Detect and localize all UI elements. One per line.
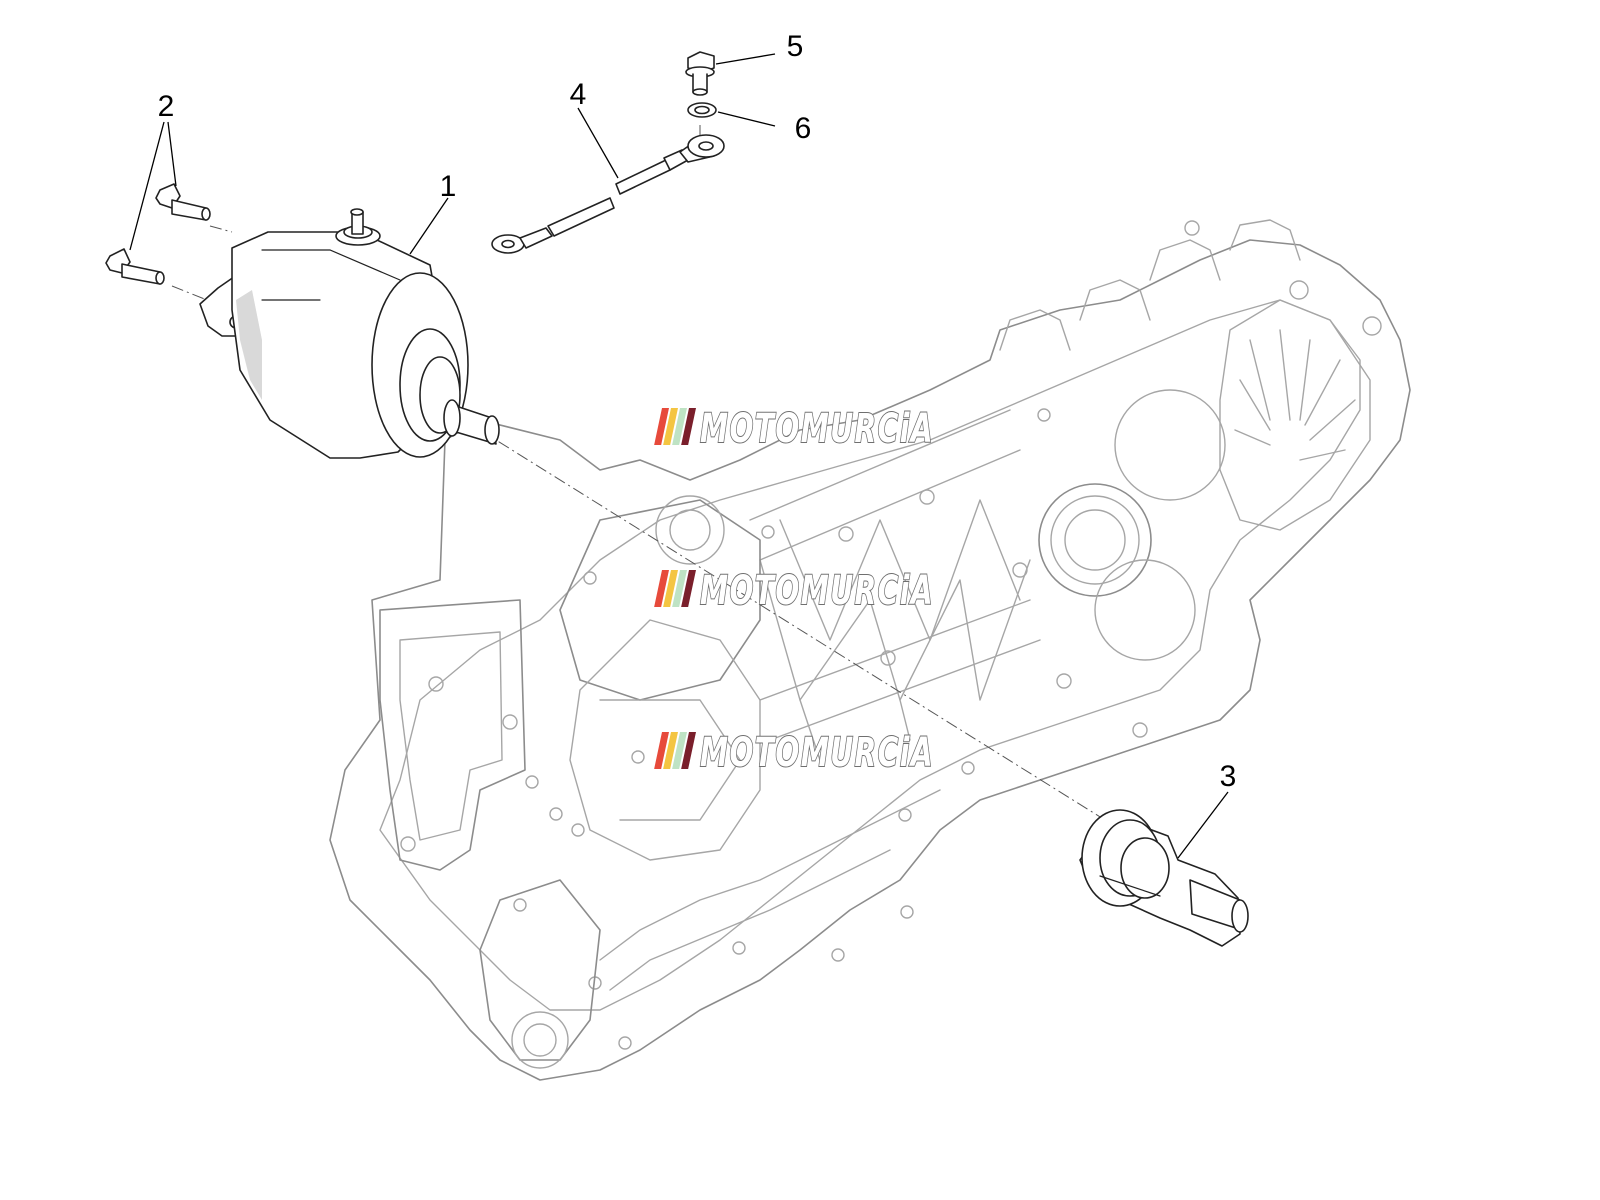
watermark-text: MOTOMURCiA xyxy=(700,730,934,776)
watermark-logo: MOTOMURCiA xyxy=(654,729,934,777)
watermark-stripe xyxy=(681,570,696,607)
callout-labels: 1 2 3 4 5 6 xyxy=(158,30,1237,793)
watermark-stripe xyxy=(672,732,687,769)
watermark-stripe xyxy=(672,408,687,445)
mounting-bolts-part-2 xyxy=(105,183,211,285)
watermark-stripe xyxy=(654,408,669,445)
callout-4: 4 xyxy=(570,78,587,111)
screw-part-5 xyxy=(685,51,715,96)
watermark-stripe xyxy=(663,570,678,607)
callout-5: 5 xyxy=(787,30,804,63)
watermark-stripe xyxy=(654,732,669,769)
watermark-stripe xyxy=(672,570,687,607)
watermarks: MOTOMURCiA MOTOMURCiA MOTOMURCiA xyxy=(654,405,934,777)
watermark-logo: MOTOMURCiA xyxy=(654,567,934,615)
watermark-logo: MOTOMURCiA xyxy=(654,405,934,453)
watermark-stripe xyxy=(654,570,669,607)
watermark-stripe xyxy=(663,732,678,769)
starter-motor-part-1 xyxy=(199,208,500,459)
callout-2: 2 xyxy=(158,90,175,123)
callout-1: 1 xyxy=(440,170,457,203)
callout-3: 3 xyxy=(1220,760,1237,793)
starter-pinion-part-3 xyxy=(1079,809,1249,947)
callout-6: 6 xyxy=(795,112,812,145)
leader-lines xyxy=(129,53,1229,859)
watermark-stripe xyxy=(663,408,678,445)
washer-part-6 xyxy=(687,102,717,118)
engine-crankcase xyxy=(329,219,1411,1081)
watermark-text: MOTOMURCiA xyxy=(700,406,934,452)
watermark-stripe xyxy=(681,732,696,769)
watermark-stripe xyxy=(681,408,696,445)
watermark-text: MOTOMURCiA xyxy=(700,568,934,614)
ground-cable-part-4 xyxy=(491,134,725,254)
